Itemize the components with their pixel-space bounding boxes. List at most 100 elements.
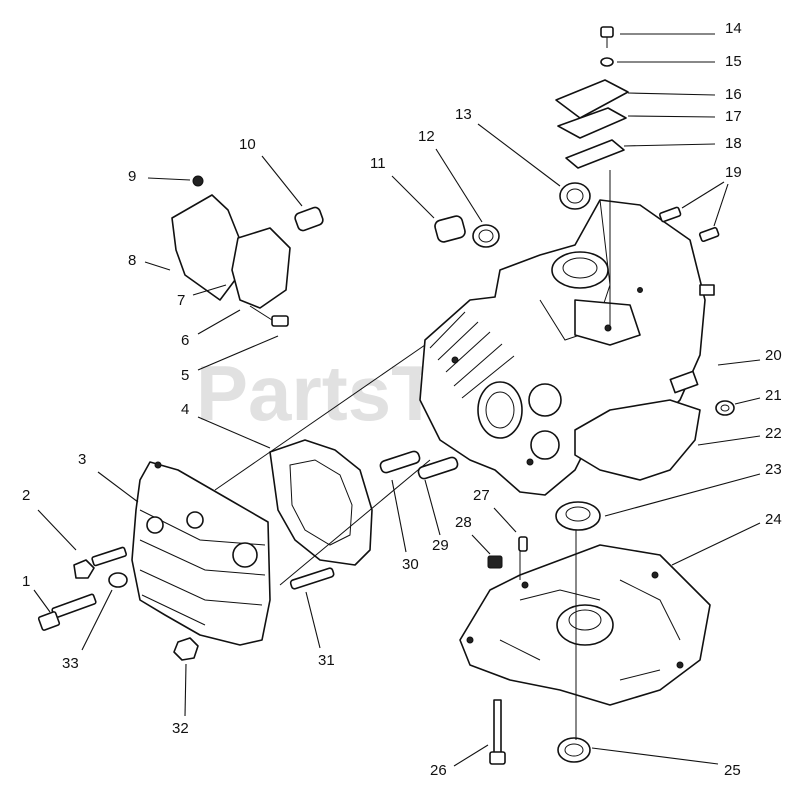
callout-25: 25: [724, 762, 741, 779]
callout-17: 17: [725, 108, 742, 125]
alignment-lines: [214, 170, 611, 740]
callout-27: 27: [473, 487, 490, 504]
callout-9: 9: [128, 168, 136, 185]
callout-3: 3: [78, 451, 86, 468]
callout-12: 12: [418, 128, 435, 145]
callout-11: 11: [370, 155, 386, 172]
leader-10: [261, 155, 303, 207]
stud-31: [289, 567, 335, 590]
oil-seal-21: [715, 400, 735, 416]
breather-cover-16: [555, 79, 629, 119]
leader-29: [424, 479, 441, 536]
callout-1: 1: [22, 573, 30, 590]
callout-14: 14: [725, 20, 742, 37]
leader-24: [671, 522, 761, 566]
head-gasket: [269, 439, 373, 566]
leader-20: [717, 359, 761, 366]
leader-27: [493, 507, 517, 533]
callout-26: 26: [430, 762, 447, 779]
callout-18: 18: [725, 135, 742, 152]
callout-30: 30: [402, 556, 419, 573]
breather-tube: [294, 206, 324, 232]
callout-4: 4: [181, 401, 189, 418]
rocker-cover-gasket: [171, 194, 241, 301]
leader-26: [453, 744, 489, 767]
leader-18: [623, 143, 716, 147]
leader-28: [471, 534, 491, 555]
leader-13: [477, 123, 561, 187]
leader-17: [627, 115, 716, 118]
leader-19b: [713, 183, 729, 227]
pin-29: [417, 456, 459, 480]
leader-22: [697, 435, 761, 446]
leader-21: [734, 397, 761, 405]
leader-5: [197, 335, 279, 371]
leader-9: [147, 177, 191, 181]
plug-28: [487, 555, 503, 569]
screw-9: [192, 175, 204, 187]
callout-29: 29: [432, 537, 449, 554]
callout-31: 31: [318, 652, 335, 669]
nut-32: [173, 637, 199, 661]
leader-3: [97, 471, 139, 503]
leader-7: [192, 284, 227, 296]
callout-7: 7: [177, 292, 185, 309]
stud-19a: [658, 206, 682, 223]
leader-32: [184, 663, 187, 717]
callout-15: 15: [725, 53, 742, 70]
dowel-27: [518, 536, 528, 552]
plate-18: [565, 139, 625, 169]
callout-24: 24: [765, 511, 782, 528]
bolt-14: [600, 26, 614, 48]
bolt-1: [37, 593, 97, 631]
leader-11: [391, 175, 435, 219]
leader-31: [305, 591, 321, 649]
washer-33: [108, 572, 128, 588]
callout-20: 20: [765, 347, 782, 364]
bolt-2: [73, 546, 127, 579]
tube-11: [434, 215, 466, 243]
seal-25: [557, 737, 591, 763]
callout-28: 28: [455, 514, 472, 531]
callout-21: 21: [765, 387, 782, 404]
gasket-17: [557, 107, 627, 139]
washer-15: [600, 57, 614, 67]
callout-2: 2: [22, 487, 30, 504]
callout-8: 8: [128, 252, 136, 269]
leader-12: [435, 148, 483, 223]
clamp-12: [472, 224, 500, 248]
leader-4: [197, 416, 271, 449]
callouts: 1 2 3 4 5 6 7 8 9 10 11 12 13: [22, 20, 782, 779]
pin-30: [379, 450, 421, 474]
seal-13: [559, 182, 591, 210]
leader-33: [81, 589, 113, 651]
callout-5: 5: [181, 367, 189, 384]
callout-13: 13: [455, 106, 472, 123]
stud-19b: [698, 226, 720, 243]
crankcase-gasket: [574, 399, 701, 481]
leader-23: [604, 473, 761, 517]
leader-2: [37, 509, 77, 551]
callout-32: 32: [172, 720, 189, 737]
leader-8: [144, 261, 171, 271]
callout-10: 10: [239, 136, 256, 153]
head-gasket-bore: [289, 459, 353, 546]
leader-1: [33, 589, 51, 613]
leader-16: [627, 92, 716, 96]
cylinder-head: [131, 461, 271, 646]
callout-6: 6: [181, 332, 189, 349]
callout-33: 33: [62, 655, 79, 672]
callout-22: 22: [765, 425, 782, 442]
callout-23: 23: [765, 461, 782, 478]
leader-19a: [681, 181, 725, 209]
leader-6: [197, 309, 241, 335]
rocker-cover: [231, 227, 291, 309]
crankcase-cover: [459, 544, 711, 706]
leader-25: [591, 747, 719, 765]
leader-30: [391, 479, 407, 553]
bolt-5: [249, 305, 289, 327]
callout-16: 16: [725, 86, 742, 103]
bearing-23: [555, 501, 601, 531]
